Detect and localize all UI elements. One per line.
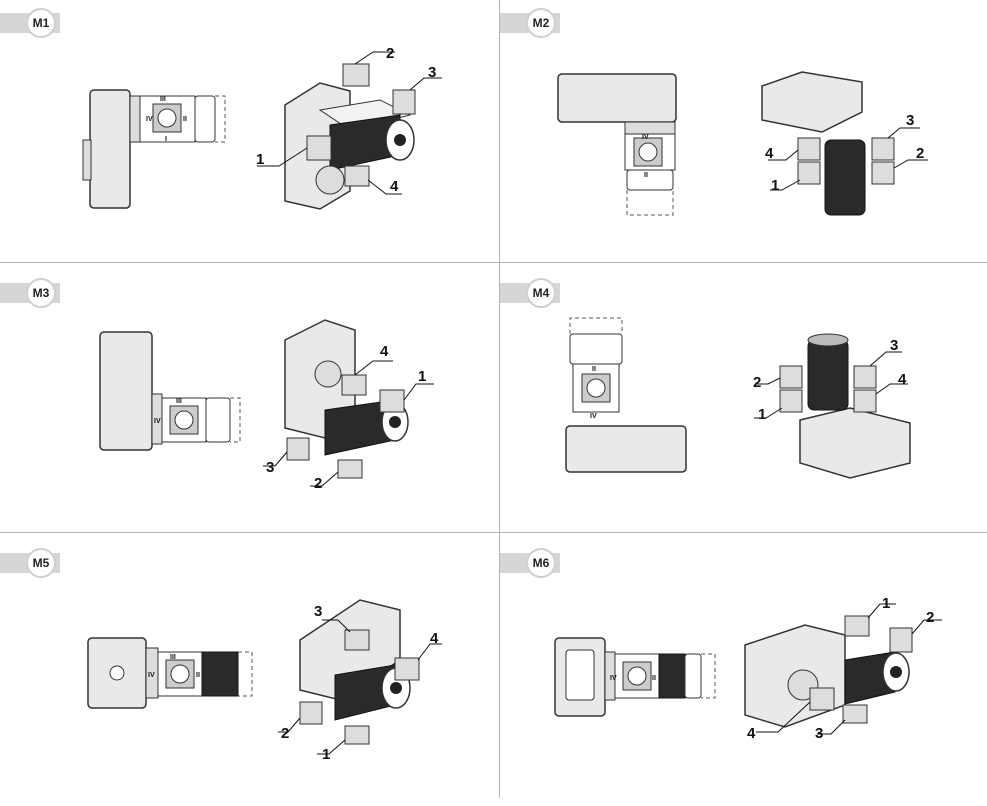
callout-2: 2 (386, 45, 394, 62)
gearbox-side-view: IV II III (87, 637, 253, 709)
panel-label: M2 (526, 8, 556, 38)
callout-3: 3 (314, 603, 322, 620)
svg-text:IV: IV (146, 116, 153, 123)
callout-2: 2 (753, 374, 761, 391)
callout-lines (768, 127, 928, 191)
gearbox-isometric-view (284, 63, 416, 210)
callout-2: 2 (314, 475, 322, 492)
mounting-illustration: IV II III I (82, 45, 442, 210)
callout-lines (278, 619, 442, 755)
callout-3: 3 (266, 459, 274, 476)
grid-divider-1 (0, 262, 987, 263)
panel-label: M5 (26, 548, 56, 578)
callout-2: 2 (281, 725, 289, 742)
callout-4: 4 (380, 343, 389, 360)
svg-text:III: III (160, 96, 166, 103)
gearbox-side-view: IV II (554, 637, 716, 717)
gearbox-side-view: II IV (565, 317, 687, 473)
callout-lines (257, 51, 442, 195)
svg-text:IV: IV (154, 418, 161, 425)
panel-label: M4 (526, 278, 556, 308)
svg-text:II: II (183, 116, 187, 123)
mounting-illustration: IV III 4 1 3 2 (99, 319, 434, 492)
gearbox-isometric-view (761, 71, 895, 216)
callout-lines (263, 360, 434, 487)
svg-text:IV: IV (590, 413, 597, 420)
gearbox-isometric-view (284, 319, 409, 479)
panel-m4: M4 II IV (500, 270, 987, 536)
gearbox-isometric-view (779, 333, 911, 479)
callout-1: 1 (882, 595, 890, 612)
mounting-illustration: IV II 1 2 4 3 (554, 595, 942, 742)
callout-1: 1 (771, 177, 779, 194)
grid-divider-2 (0, 532, 987, 533)
gearbox-isometric-view (299, 599, 420, 745)
callout-3: 3 (906, 112, 914, 129)
gearbox-isometric-view (744, 615, 913, 728)
callout-1: 1 (322, 746, 330, 763)
callout-4: 4 (747, 725, 756, 742)
svg-text:II: II (592, 366, 596, 373)
callout-lines (756, 603, 942, 735)
svg-text:II: II (196, 672, 200, 679)
panel-label: M6 (526, 548, 556, 578)
panel-m1: M1 IV II III I (0, 0, 499, 266)
callout-2: 2 (916, 145, 924, 162)
callout-4: 4 (898, 371, 907, 388)
gearbox-side-view: IV II (557, 73, 677, 216)
callout-4: 4 (430, 630, 439, 647)
panel-m6: M6 IV II (500, 540, 987, 806)
mounting-illustration: II IV 3 4 2 1 (565, 317, 911, 479)
svg-text:I: I (165, 136, 167, 143)
panel-m2: M2 IV II (500, 0, 987, 266)
svg-text:II: II (644, 172, 648, 179)
callout-1: 1 (758, 406, 766, 423)
gearbox-side-view: IV II III I (82, 89, 226, 209)
svg-text:III: III (176, 398, 182, 405)
callout-1: 1 (256, 151, 264, 168)
callout-2: 2 (926, 609, 934, 626)
mounting-illustration: IV II 3 2 4 1 (557, 71, 928, 216)
grid-vertical-divider (499, 0, 500, 798)
panel-m5: M5 IV II III (0, 540, 499, 806)
callout-1: 1 (418, 368, 426, 385)
callout-3: 3 (815, 725, 823, 742)
callout-3: 3 (890, 337, 898, 354)
callout-4: 4 (390, 178, 399, 195)
svg-text:II: II (652, 675, 656, 682)
mounting-illustration: IV II III 3 4 2 1 (87, 599, 442, 763)
svg-text:III: III (170, 654, 176, 661)
callout-3: 3 (428, 64, 436, 81)
callout-4: 4 (765, 145, 774, 162)
svg-text:IV: IV (610, 675, 617, 682)
svg-text:IV: IV (642, 134, 649, 141)
panel-label: M1 (26, 8, 56, 38)
gearbox-side-view: IV III (99, 331, 241, 451)
svg-text:IV: IV (148, 672, 155, 679)
panel-m3: M3 IV III (0, 270, 499, 536)
panel-label: M3 (26, 278, 56, 308)
callout-lines (754, 351, 908, 419)
